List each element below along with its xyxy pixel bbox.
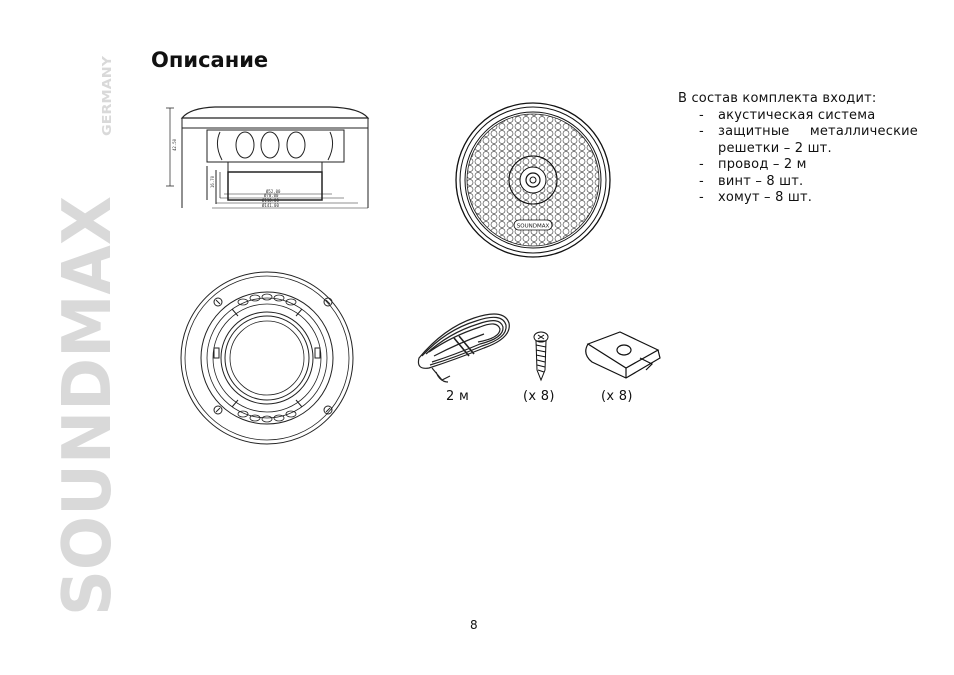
page-title: Описание [151, 48, 269, 72]
page-number: 8 [470, 618, 478, 632]
grille-badge: SOUNDMAX [517, 224, 550, 230]
svg-text:16.70: 16.70 [210, 175, 215, 188]
caption-wire: 2 м [446, 389, 470, 404]
list-item: -защитные металлические решетки – 2 шт. [699, 124, 918, 156]
list-item: -хомут – 8 шт. [699, 190, 813, 205]
svg-text:Ø70.00: Ø70.00 [264, 193, 279, 198]
kit-contents: В состав комплекта входит: -акустическая… [678, 91, 918, 207]
list-item: -винт – 8 шт. [699, 173, 804, 189]
list-item: -акустическая система [699, 107, 876, 123]
speaker-side-view-drawing: Ø52.00 Ø70.00 Ø110.00 Ø141.00 42.50 16.7… [160, 100, 375, 215]
kit-heading: В состав комплекта входит: [678, 91, 877, 106]
screw-drawing [530, 330, 552, 382]
wire-coil-drawing [414, 298, 514, 388]
svg-text:42.50: 42.50 [172, 138, 177, 151]
brand-logo: SOUNDMAX [48, 196, 116, 616]
grille-front-view-drawing: SOUNDMAX [450, 102, 615, 262]
svg-text:Ø110.00: Ø110.00 [262, 198, 279, 203]
brand-watermark: SOUNDMAX GERMANY [48, 50, 116, 620]
speaker-mount-front-view-drawing [180, 264, 355, 456]
svg-text:Ø141.00: Ø141.00 [262, 203, 279, 208]
kit-list: -акустическая система -защитные металлич… [678, 108, 918, 207]
brand-country: GERMANY [100, 56, 114, 136]
caption-screw: (x 8) [523, 389, 555, 404]
caption-clip: (x 8) [601, 389, 633, 404]
svg-text:Ø52.00: Ø52.00 [266, 189, 281, 194]
clip-nut-drawing [580, 330, 665, 382]
list-item: -провод – 2 м [699, 157, 807, 172]
